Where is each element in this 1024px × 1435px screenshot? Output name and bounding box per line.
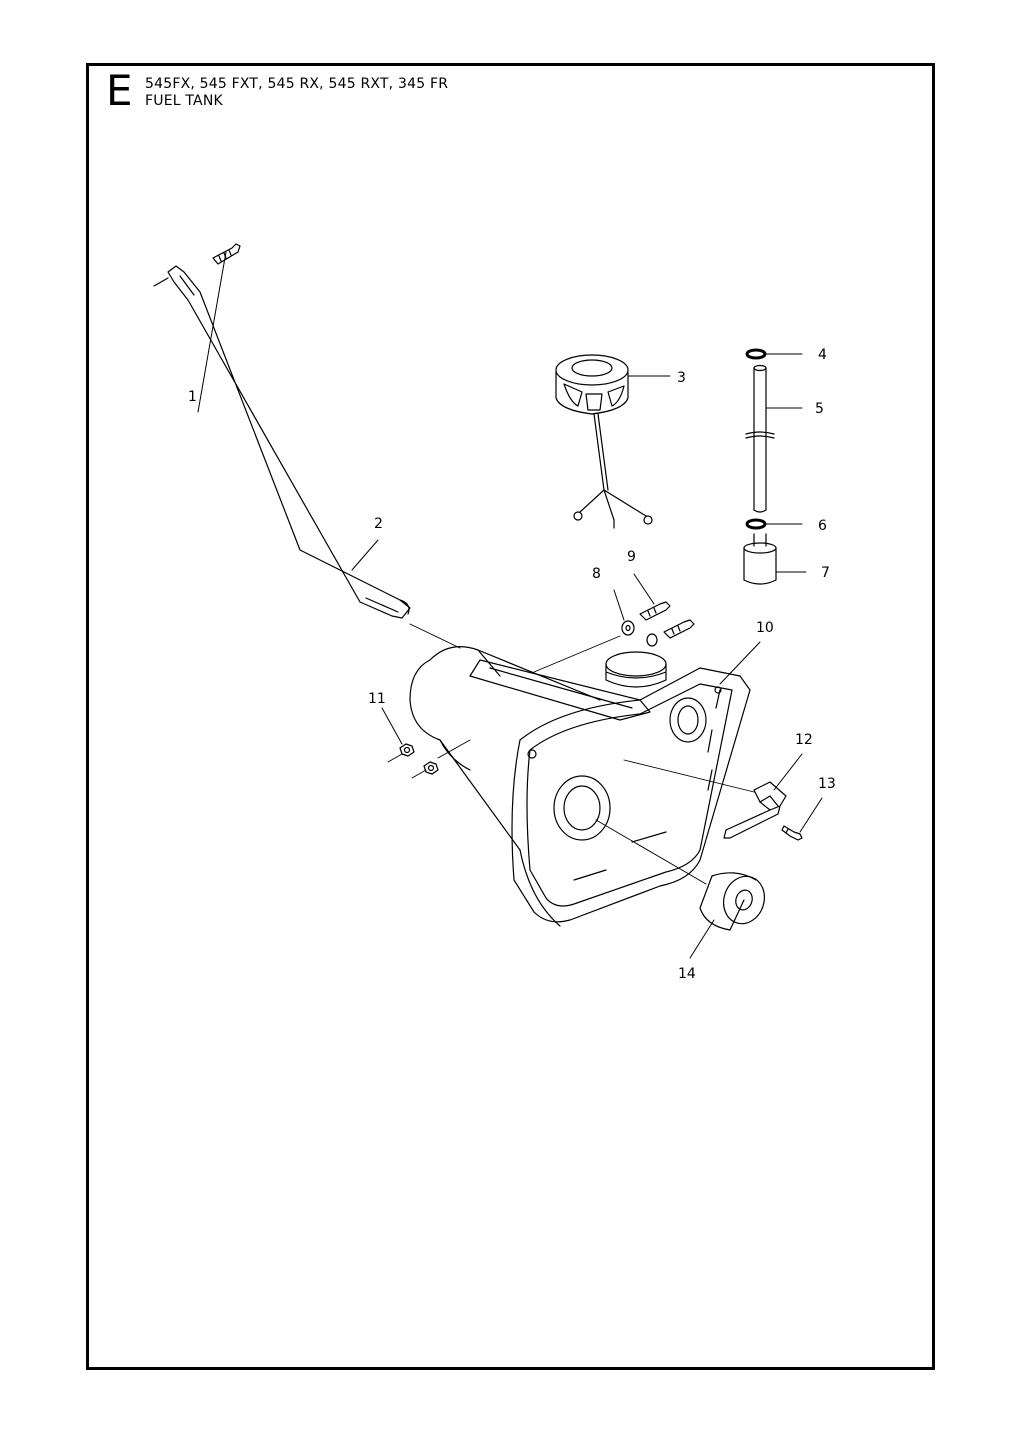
part-screws-9: [639, 601, 695, 647]
part-oring-6: [745, 518, 767, 530]
section-letter: E: [106, 66, 133, 115]
part-oring-4: [745, 348, 767, 360]
model-list: 545FX, 545 FXT, 545 RX, 545 RXT, 345 FR: [145, 76, 449, 92]
part-bracket-12: [723, 781, 787, 839]
callout-11: 11: [368, 691, 386, 707]
callout-5: 5: [815, 401, 824, 417]
callout-7: 7: [821, 565, 830, 581]
page-frame: [86, 63, 935, 1370]
callout-6: 6: [818, 518, 827, 534]
part-hose-5: [745, 364, 775, 513]
callout-2: 2: [374, 516, 383, 532]
part-filter-7: [743, 533, 777, 585]
part-fuel-tank-10: [409, 646, 751, 927]
callout-14: 14: [678, 966, 696, 982]
callout-8: 8: [592, 566, 601, 582]
callout-12: 12: [795, 732, 813, 748]
part-fuel-cap-3: [555, 354, 653, 529]
callout-13: 13: [818, 776, 836, 792]
part-nuts-11: [399, 743, 439, 775]
diagram-title: FUEL TANK: [145, 93, 223, 109]
part-screw-1: [212, 243, 241, 265]
part-screw-13: [781, 825, 803, 841]
part-washer-8: [621, 620, 635, 636]
callout-1: 1: [188, 389, 197, 405]
callout-9: 9: [627, 549, 636, 565]
callout-4: 4: [818, 347, 827, 363]
part-bushing-14: [699, 872, 766, 931]
callout-10: 10: [756, 620, 774, 636]
part-rod-2: [153, 265, 411, 619]
callout-3: 3: [677, 370, 686, 386]
